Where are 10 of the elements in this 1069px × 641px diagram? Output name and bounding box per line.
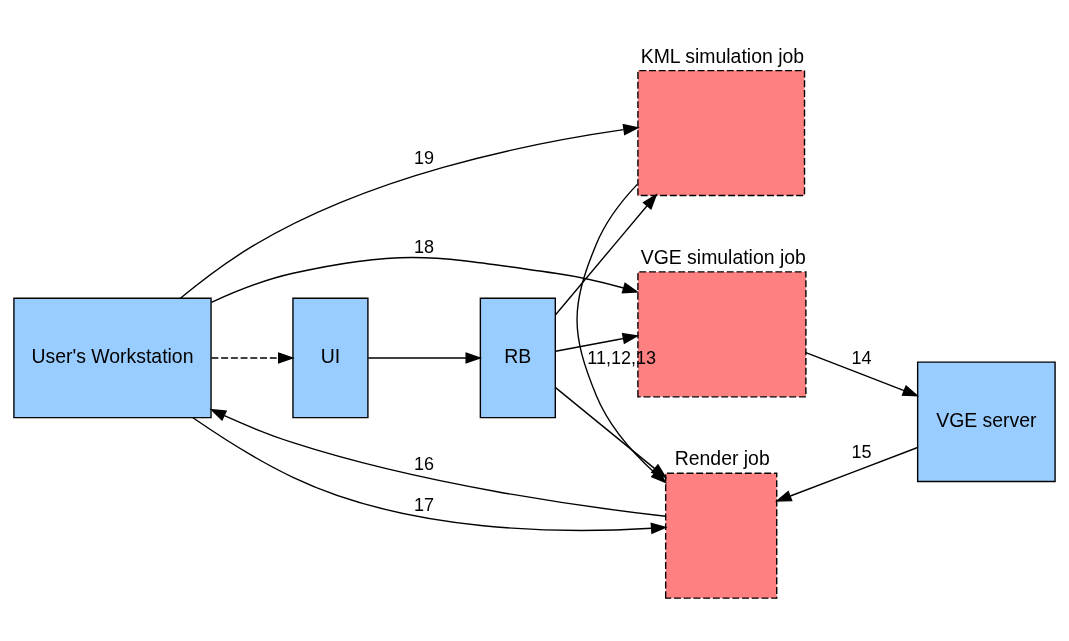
edge-label: 18: [414, 237, 435, 258]
node-label: Render job: [674, 447, 770, 470]
edge-label: 15: [851, 442, 872, 463]
edge-label: 16: [414, 453, 435, 474]
edge-label: 11,12,13: [587, 348, 657, 369]
edge-label: 19: [414, 148, 435, 169]
node-label: VGE simulation job: [640, 245, 806, 268]
edge-label: 17: [414, 495, 435, 516]
edge-label: 14: [851, 348, 872, 369]
node-label: KML simulation job: [640, 44, 805, 67]
